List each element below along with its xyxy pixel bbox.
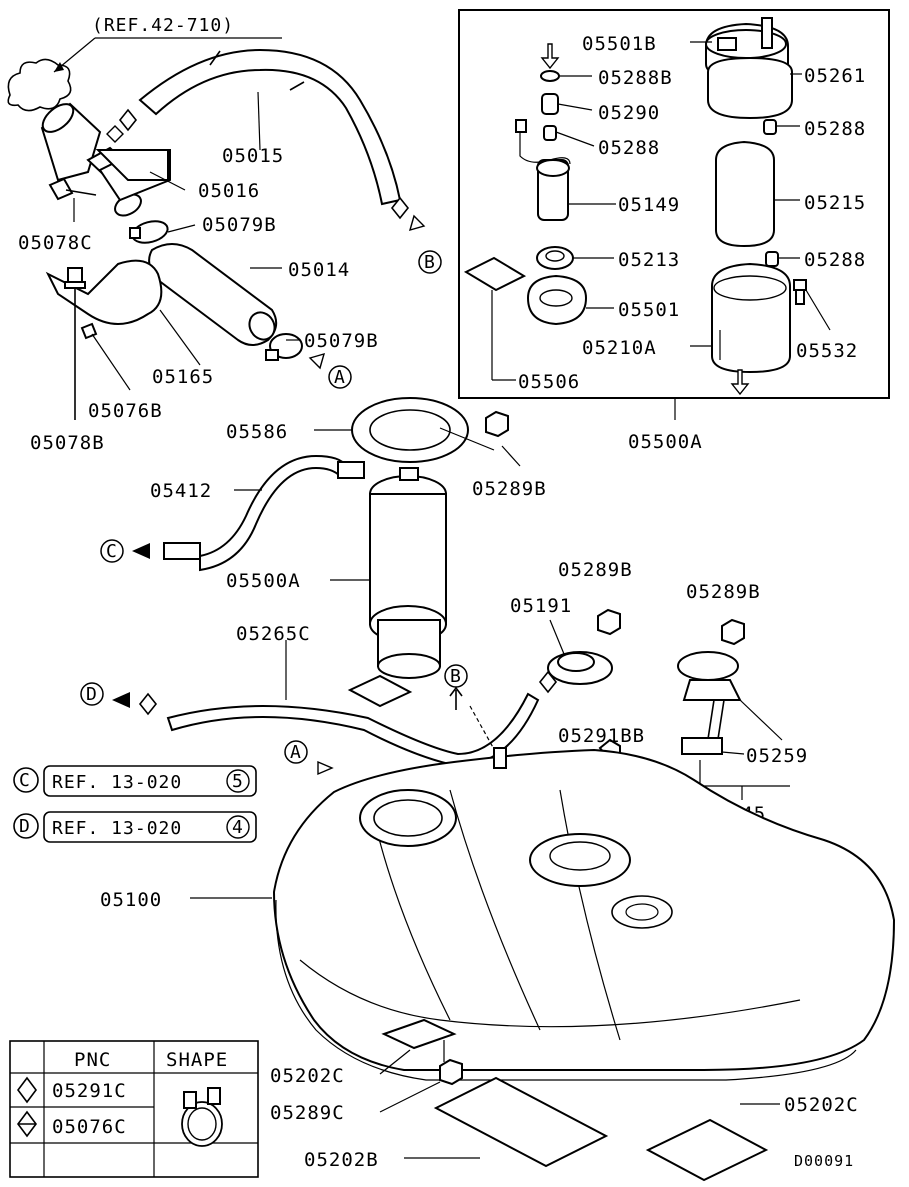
label-05501b: 05501B [582, 33, 657, 55]
label-05586: 05586 [226, 421, 288, 443]
label-05288b: 05288B [598, 67, 673, 89]
callout-b-top: B [408, 214, 442, 274]
ref-d-letter: D [19, 816, 31, 837]
callout-a-mid: A [284, 740, 334, 776]
leaders-bottom [379, 1049, 780, 1159]
ref-c-letter: C [19, 770, 31, 791]
ref-box-d: D REF. 13-020 4 [13, 811, 257, 843]
legend-table: PNC SHAPE 05291C 05076C [9, 1040, 259, 1178]
label-05215: 05215 [804, 192, 866, 214]
label-05078b: 05078B [30, 432, 105, 454]
leaders-top-left [149, 91, 300, 366]
label-05532: 05532 [796, 340, 858, 362]
label-05014: 05014 [288, 259, 350, 281]
label-05290: 05290 [598, 102, 660, 124]
legend-diamond-icon [17, 1076, 37, 1104]
diamond-mark-b [390, 196, 410, 220]
inset-pump-module [458, 9, 890, 399]
fuel-tank-05100 [272, 747, 896, 1081]
callout-a-mid-label: A [290, 742, 302, 763]
callout-d-label: D [86, 684, 98, 705]
ref-42-710: (REF.42-710) [92, 15, 234, 36]
leaders-middle [234, 429, 521, 581]
label-05100: 05100 [100, 889, 162, 911]
label-05506: 05506 [518, 371, 580, 393]
legend-col-shape: SHAPE [166, 1049, 228, 1071]
label-05213: 05213 [618, 249, 680, 271]
label-05288-a: 05288 [804, 118, 866, 140]
label-05288-c: 05288 [804, 249, 866, 271]
callout-b-mid: B [444, 664, 501, 761]
callout-a-top: A [308, 352, 352, 389]
ref-c-num: 5 [232, 771, 244, 792]
label-05015: 05015 [222, 145, 284, 167]
ref-box-c: C REF. 13-020 5 [13, 765, 257, 797]
legend-col-pnc: PNC [74, 1049, 111, 1071]
label-05288-b: 05288 [598, 137, 660, 159]
diamond-mark-icon [118, 108, 138, 132]
label-05500a-inset: 05500A [628, 431, 703, 453]
label-05079b-lower: 05079B [304, 330, 379, 352]
ref-d-num: 4 [232, 817, 244, 838]
legend-row-1: 05291C [52, 1080, 127, 1102]
label-05412: 05412 [150, 480, 212, 502]
callout-b-mid-label: B [450, 666, 462, 687]
callout-c-label: C [106, 541, 118, 562]
label-05289b-c: 05289B [686, 581, 761, 603]
label-05202b: 05202B [304, 1149, 379, 1171]
label-05202c-a: 05202C [270, 1065, 345, 1087]
callout-a-label: A [334, 367, 346, 388]
label-05265c: 05265C [236, 623, 311, 645]
label-05500a: 05500A [226, 570, 301, 592]
callout-b-label: B [424, 252, 436, 273]
label-05165: 05165 [152, 366, 214, 388]
label-05501: 05501 [618, 299, 680, 321]
label-05259: 05259 [746, 745, 808, 767]
leaders-inset [492, 41, 831, 420]
label-05191: 05191 [510, 595, 572, 617]
pump-assembly-group: C [100, 397, 509, 708]
label-05289c: 05289C [270, 1102, 345, 1124]
label-05078c: 05078C [18, 232, 93, 254]
label-05289b-a: 05289B [472, 478, 547, 500]
label-05016: 05016 [198, 180, 260, 202]
label-05210a: 05210A [582, 337, 657, 359]
label-05079b-upper: 05079B [202, 214, 277, 236]
ref-d-text: REF. 13-020 [52, 818, 182, 839]
ref-cloud-shape [7, 58, 72, 112]
label-05289b-b: 05289B [558, 559, 633, 581]
ref-c-text: REF. 13-020 [52, 772, 182, 793]
diagram-code: D00091 [794, 1152, 854, 1170]
filler-neck-group: (REF.42-710) [7, 15, 410, 420]
label-05076b: 05076B [88, 400, 163, 422]
bottom-pads-group [381, 1018, 769, 1182]
legend-row-2: 05076C [52, 1116, 127, 1138]
label-05202c-b: 05202C [784, 1094, 859, 1116]
label-05149: 05149 [618, 194, 680, 216]
clamp-shape-icon [181, 1087, 223, 1147]
label-05291bb: 05291BB [558, 725, 645, 747]
gauge-05145-group [677, 618, 790, 800]
label-05261: 05261 [804, 65, 866, 87]
sender-05191-group [547, 608, 621, 762]
hose-05265c-group: D [80, 640, 558, 768]
